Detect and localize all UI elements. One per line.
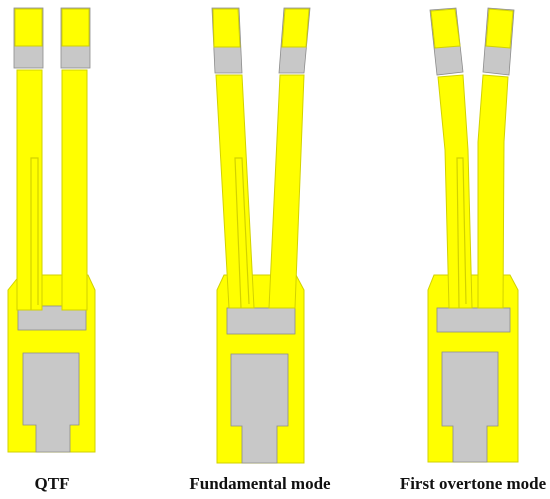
right-prong-electrode-tip: [61, 8, 90, 47]
left-prong-electrode-tip: [430, 8, 461, 49]
right-prong-electrode-body: [477, 74, 509, 309]
panel-qtf: QTF: [7, 7, 96, 493]
panel-first-overtone-mode: First overtone mode: [400, 7, 547, 493]
left-prong-electrode-trace: [234, 157, 250, 309]
panel-fundamental-mode: Fundamental mode: [189, 7, 331, 493]
left-prong-electrode-body: [16, 69, 43, 311]
base-quartz-mount: [441, 351, 499, 463]
left-prong-electrode-tip: [14, 8, 43, 47]
fundamental-left-prong: [211, 7, 255, 309]
overtone-left-prong: [429, 7, 473, 309]
overtone-right-prong: [477, 7, 515, 309]
left-prong-electrode-trace: [456, 157, 467, 309]
base-quartz-strip: [226, 307, 296, 335]
base-quartz-mount: [230, 353, 289, 464]
panel-label-first-overtone-mode: First overtone mode: [400, 474, 547, 493]
base-quartz-strip: [436, 307, 511, 333]
right-prong-electrode-body: [61, 69, 88, 311]
base-quartz-mount: [22, 352, 80, 453]
qtf-left-prong: [13, 7, 44, 311]
panel-label-qtf: QTF: [35, 474, 70, 493]
left-prong-electrode-tip: [212, 8, 241, 48]
fundamental-right-prong: [268, 7, 311, 309]
panel-label-fundamental-mode: Fundamental mode: [189, 474, 331, 493]
qtf-base: [7, 274, 96, 453]
left-prong-electrode-body: [215, 74, 255, 309]
overtone-base: [427, 274, 519, 463]
left-prong-electrode-trace: [30, 157, 39, 310]
right-prong-electrode-body: [268, 74, 305, 309]
fundamental-base: [216, 274, 305, 464]
right-prong-electrode-tip: [485, 8, 514, 49]
right-prong-electrode-tip: [281, 8, 310, 48]
qtf-right-prong: [60, 7, 91, 311]
left-prong-electrode-body: [437, 74, 473, 309]
